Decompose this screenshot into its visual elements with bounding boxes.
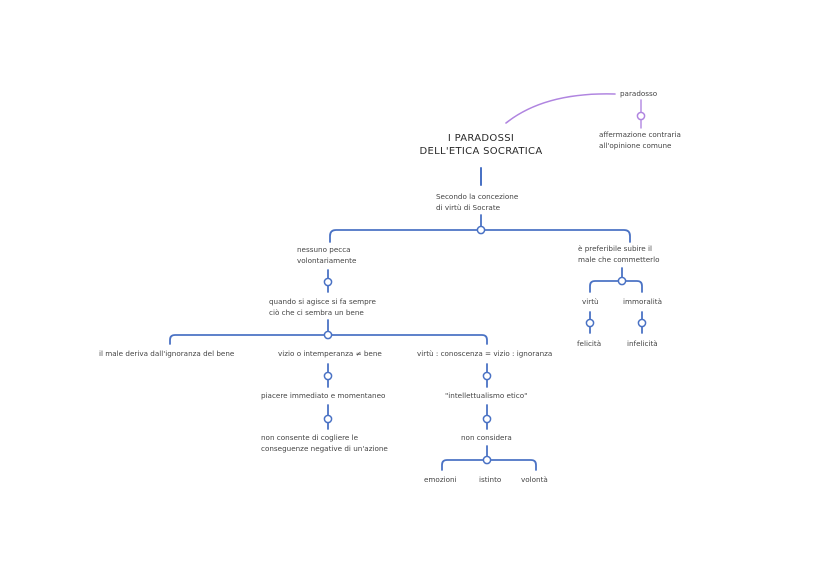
title-line-2: DELL'ETICA SOCRATICA	[419, 146, 543, 157]
definition-line-1: affermazione contraria	[599, 130, 681, 139]
paradox-connector-curve	[505, 93, 616, 124]
consequences-line-2: conseguenze negative di un'azione	[261, 443, 388, 453]
act-line-2: ciò che ci sembra un bene	[269, 307, 364, 317]
definition-line-2: all'opinione comune	[599, 140, 672, 150]
concept-line-2: di virtù di Socrate	[436, 202, 501, 212]
concept-line-1: Secondo la concezione	[436, 192, 519, 201]
act-line-1: quando si agisce si fa sempre	[269, 297, 376, 306]
not-consider-node: non considera	[461, 433, 512, 442]
immorality-node: immoralità	[623, 297, 662, 306]
paradox-junction-circle	[636, 111, 646, 121]
nobody-line-2: volontariamente	[297, 255, 357, 265]
junction-circle	[482, 455, 492, 465]
paradox-definition: affermazione contraria all'opinione comu…	[599, 130, 681, 151]
concept-node: Secondo la concezione di virtù di Socrat…	[436, 192, 518, 213]
virtu-node: virtù	[582, 297, 599, 306]
junction-circle	[482, 414, 492, 424]
instinct-node: istinto	[479, 475, 502, 484]
virtue-node: virtù : conoscenza = vizio : ignoranza	[417, 349, 553, 358]
map-title: I PARADOSSI DELL'ETICA SOCRATICA	[405, 132, 557, 158]
consequences-line-1: non consente di cogliere le	[261, 433, 359, 442]
act-node: quando si agisce si fa sempre ciò che ci…	[269, 297, 376, 318]
junction-circle	[637, 318, 647, 328]
pleasure-node: piacere immediato e momentaneo	[261, 391, 386, 400]
nobody-line-1: nessuno pecca	[297, 245, 351, 254]
junction-circle	[476, 225, 486, 235]
paradox-label: paradosso	[620, 89, 658, 98]
junction-circle	[323, 414, 333, 424]
consequences-node: non consente di cogliere le conseguenze …	[261, 433, 388, 454]
unhappiness-node: infelicità	[627, 339, 658, 348]
suffer-line-1: è preferibile subire il	[578, 244, 653, 253]
ignorance-node: il male deriva dall'ignoranza del bene	[99, 349, 235, 358]
intellectualism-node: "intellettualismo etico"	[445, 391, 528, 400]
junction-circle	[323, 330, 333, 340]
junction-circle	[482, 371, 492, 381]
nobody-node: nessuno pecca volontariamente	[297, 245, 356, 266]
will-node: volontà	[521, 475, 548, 484]
happiness-node: felicità	[577, 339, 602, 348]
junction-circle	[585, 318, 595, 328]
suffer-line-2: male che commetterlo	[578, 254, 660, 264]
suffer-node: è preferibile subire il male che commett…	[578, 244, 660, 265]
title-line-1: I PARADOSSI	[447, 133, 515, 144]
suffer-bracket	[589, 280, 643, 293]
vice-node: vizio o intemperanza ≠ bene	[278, 349, 382, 358]
emotions-node: emozioni	[424, 475, 457, 484]
junction-circle	[323, 371, 333, 381]
junction-circle	[323, 277, 333, 287]
junction-circle	[617, 276, 627, 286]
